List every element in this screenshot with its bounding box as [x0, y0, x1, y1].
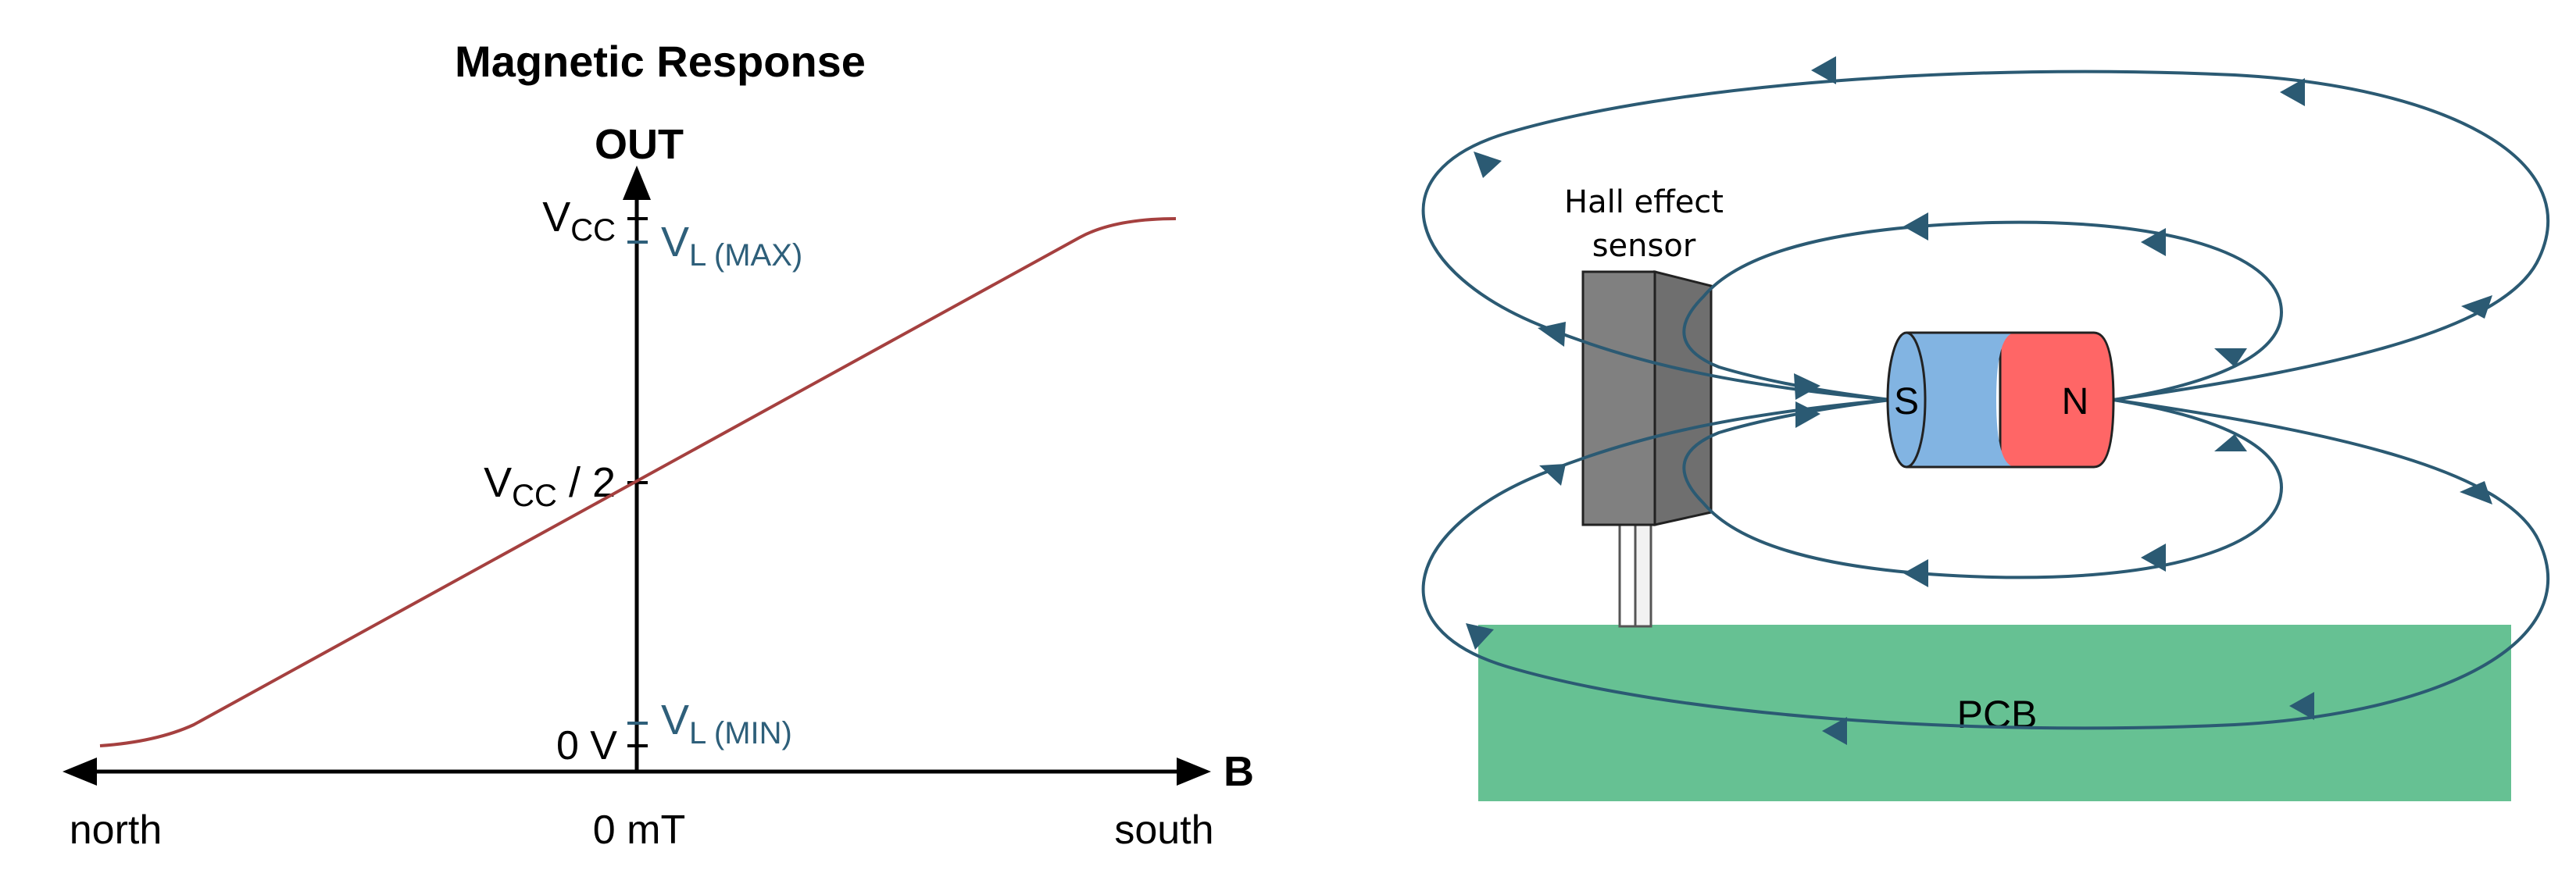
field-arrow — [1474, 152, 1502, 178]
field-arrow — [2461, 295, 2492, 319]
pcb-label: PCB — [1957, 693, 2038, 736]
magnetic-response-chart: Magnetic Response OUT B north 0 mT south… — [63, 37, 1254, 853]
field-line-inner-upper — [1682, 220, 2283, 401]
x-label-zero: 0 mT — [593, 807, 685, 853]
sensor-lead-right — [1634, 523, 1652, 628]
field-arrow — [2289, 692, 2314, 720]
field-arrow — [2141, 544, 2166, 572]
magnet-south-label: S — [1894, 381, 1919, 422]
sensor-label-line2: sensor — [1592, 228, 1696, 264]
x-axis-label: B — [1224, 748, 1254, 795]
magnet-north-label: N — [2062, 381, 2089, 422]
field-arrow — [1903, 559, 1928, 587]
label-vl-max: VL (MAX) — [661, 219, 802, 273]
x-label-north: north — [70, 807, 163, 853]
hall-sensor-field-diagram: PCB Hall effect sensor — [1421, 56, 2550, 801]
field-line-inner-lower — [1682, 398, 2283, 579]
field-arrow — [2141, 228, 2166, 256]
sensor-front-face — [1581, 270, 1656, 526]
y-axis-label: OUT — [595, 121, 684, 168]
field-arrow — [1811, 56, 1836, 84]
label-vl-min: VL (MIN) — [661, 697, 792, 750]
response-curve — [99, 217, 1177, 747]
field-arrow — [2280, 78, 2305, 106]
sensor-side-face — [1653, 270, 1713, 526]
magnet-south-end-face — [1886, 331, 1927, 469]
label-zero-v: 0 V — [556, 723, 617, 768]
x-axis-left-arrowhead — [63, 758, 97, 786]
field-arrow — [1795, 401, 1820, 428]
field-arrow — [1903, 212, 1928, 241]
label-vcc: VCC — [542, 194, 616, 248]
label-vcc-half: VCC / 2 — [484, 459, 616, 513]
field-arrow — [2214, 348, 2247, 367]
sensor-label-line1: Hall effect — [1564, 184, 1724, 220]
magnet-south-half — [1906, 333, 2016, 467]
field-arrow — [1538, 322, 1566, 347]
field-arrow — [2214, 434, 2247, 451]
field-arrow — [1539, 464, 1566, 486]
field-arrow — [2460, 481, 2492, 504]
field-arrow — [1794, 373, 1820, 400]
chart-title: Magnetic Response — [455, 37, 866, 86]
magnet-north-half — [1999, 331, 2115, 469]
field-arrow — [1822, 717, 1847, 745]
x-axis-right-arrowhead — [1177, 758, 1211, 786]
y-axis-arrowhead — [623, 166, 651, 200]
field-arrow — [1466, 623, 1494, 650]
x-label-south: south — [1114, 807, 1213, 853]
